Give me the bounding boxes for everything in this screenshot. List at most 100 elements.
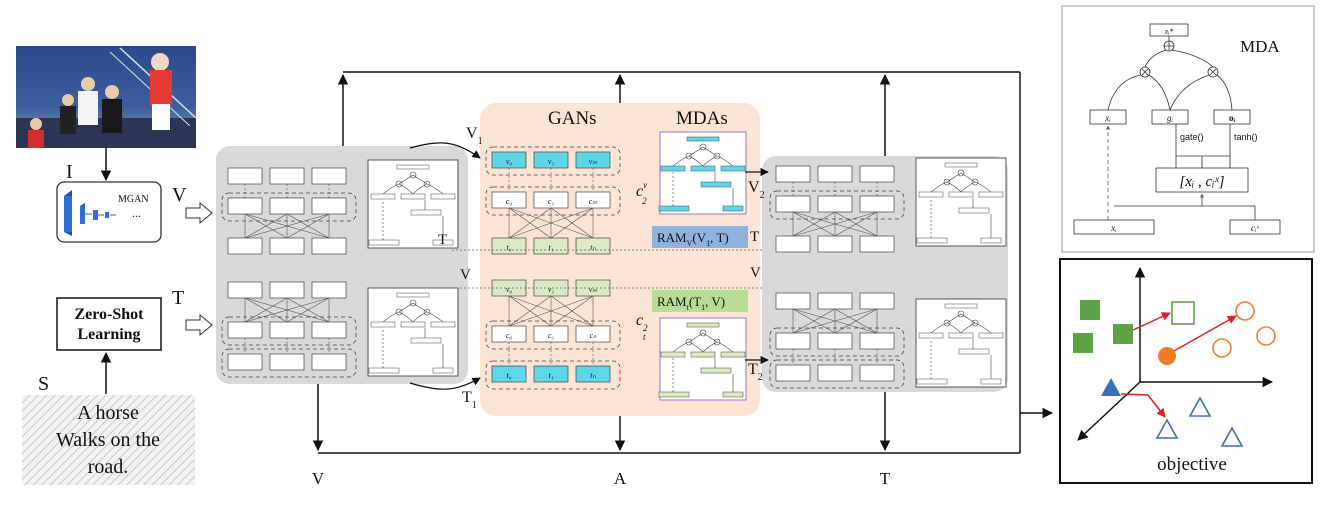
cross-link [834,308,878,334]
mini-mda-cell [720,165,746,172]
enc-top-row-cell [859,165,895,183]
mini-mda-out [396,292,430,298]
enc-bot-row-cell [775,235,811,253]
ram-v-label: RAMV(V1, T) [657,230,729,248]
mini-mda-cell [690,351,716,358]
mda-gate-label: gate() [1180,132,1204,142]
enc-mid-row-group [221,316,357,346]
mini-mda-cell [918,191,944,198]
v-row-bottom-label: v₁ [548,285,555,294]
mini-mda-in [916,378,948,385]
mini-mda-out [686,136,720,142]
ram-t-box [652,290,748,312]
enc-top-row-cell [817,165,853,183]
v-row-top-label: v₁ [548,157,555,166]
mini-mda-in [368,367,400,374]
left-t-marker: T [438,232,447,248]
mini-mda-links [382,302,444,323]
ram-v-box [652,226,748,248]
mini-mda-in [916,237,948,244]
mda-concat-label: [xᵢ , cᵢˣ] [1179,174,1224,190]
gan-t2-row-cell [491,365,527,383]
enc-mid-row-cell [817,195,853,213]
enc-top-row-cell [859,292,895,310]
enc-mid-row-group [221,192,357,222]
enc-top-row-cell [269,167,305,185]
mini-mda-cell [948,191,974,198]
zero-shot-line1: Zero-Shot [74,306,144,323]
enc-bot-row-group [221,348,357,378]
enc-mid-row-cell [227,197,263,215]
mini-mda-links [382,174,444,195]
mini-mda-concat [958,207,990,214]
gan-t-row-cell [533,237,569,255]
mini-mda-cell [430,193,456,200]
mdas-title: MDAs [676,108,728,129]
sentence-input-label: S [38,373,49,395]
text-hollow-arrow [185,313,213,337]
enc-mid-row-cell [227,321,263,339]
v1-label: V1 [466,125,483,147]
enc-mid-row-group [769,327,905,357]
gan-v-row-group [485,146,621,176]
mini-mda-cell [400,193,426,200]
c-t-sup: t [643,332,646,342]
mini-mda-cell [978,191,1004,198]
cross-link [244,213,330,239]
enc-mid-row-cell [817,332,853,350]
gan-c-row-group [485,186,621,216]
enc-bot-row-cell [859,364,895,382]
outer-frame-lines [312,71,1054,454]
mda-o-box-label: oᵢ [1229,113,1236,123]
right-v-marker: V [750,265,761,281]
sentence-line2: Walks on the [56,429,160,451]
mda-out-label: xᵢ* [1164,27,1174,36]
v2-label: V2 [748,179,765,201]
mini-mda-concat [410,337,442,344]
panel-connectors [409,142,769,390]
mini-mda-out [686,322,720,328]
t-row-bottom-label: tₙ [590,371,596,380]
mini-mda-cell [918,332,944,339]
mini-mda-cell [720,351,746,358]
objective-panel [1059,258,1313,484]
mini-mda-concat [958,348,990,355]
enc-mid-row-cell [269,197,305,215]
mini-mda-in [368,239,400,246]
bottom-label-a: A [614,469,627,488]
objective-caption: objective [1157,454,1227,475]
enc-mid-row-cell [311,197,347,215]
mini-mda-cell [430,321,456,328]
mini-mda-concat [410,209,442,216]
cross-link [244,297,330,323]
mini-mda-in [980,237,1002,244]
cross-link [244,213,288,239]
mini-mda-concat [700,181,732,188]
cross-link [834,211,878,237]
text-stream-label: T [172,287,184,309]
enc-mid-row-cell [311,321,347,339]
mini-mda-out [944,303,978,309]
mini-mda-in [658,391,690,398]
visual-hollow-arrow [185,201,213,225]
mini-mda-cell [660,165,686,172]
mini-mda-links [672,146,734,167]
mda-detail-panel [1061,5,1315,253]
mda-bottom-x-label: xᵢ [1110,223,1117,233]
enc-mid-row-cell [269,321,305,339]
sentence-line3: road. [88,456,129,478]
right-encoder-blocks [769,157,1007,389]
enc-top-row-cell [269,281,305,299]
enc-bot-row-group [769,359,905,389]
zero-shot-line2: Learning [77,326,140,343]
v-row-top-label: vₘ [589,157,598,166]
enc-top-row-cell [817,292,853,310]
mda-title: MDA [1240,37,1280,56]
enc-top-row-cell [227,281,263,299]
ram-t-label: RAMt(T1, V) [657,294,725,312]
visual-stream-label: V [172,184,187,206]
c-row-top-label: c₀ [506,197,513,206]
c-row-bottom-label: c₁ [548,331,555,340]
t-row-bottom-label: t₀ [506,371,511,380]
